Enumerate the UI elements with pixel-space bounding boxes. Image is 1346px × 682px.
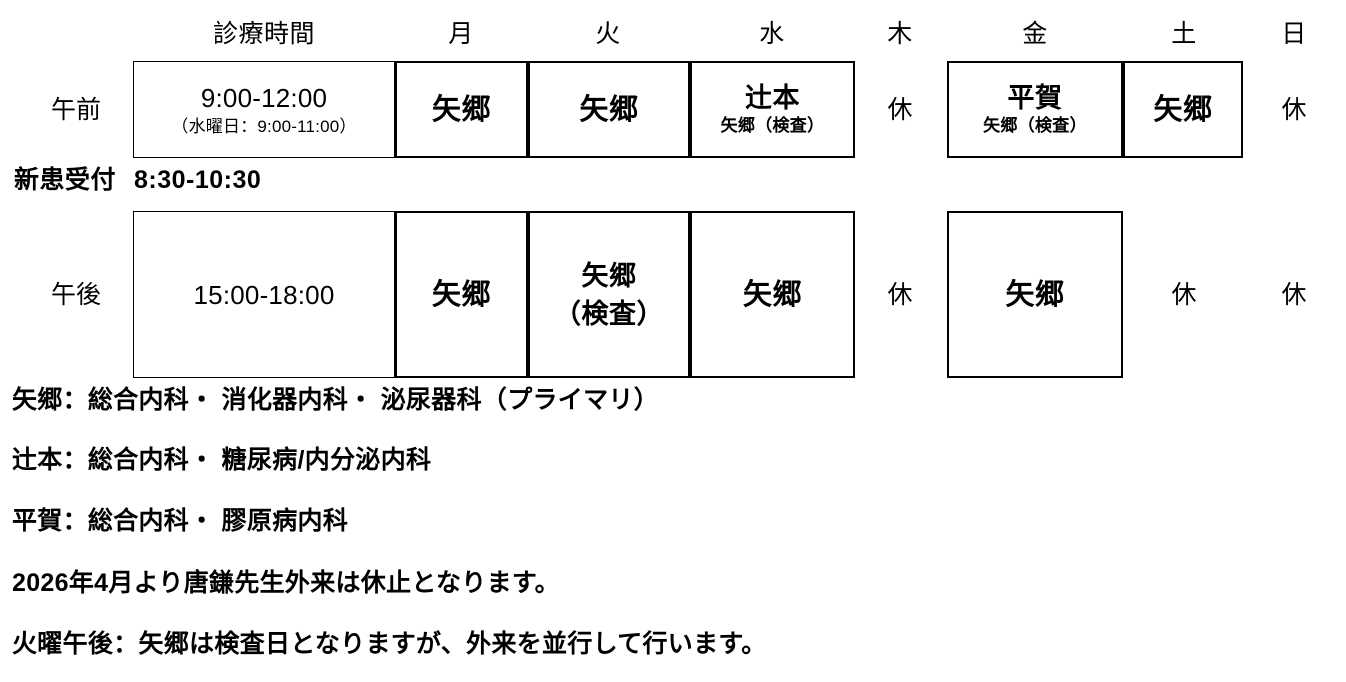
- header-time-column-label: 診療時間: [212, 20, 315, 48]
- cell-afternoon-tue-sub: （検査）: [554, 298, 664, 329]
- cell-afternoon-tue: 矢郷 （検査）: [528, 211, 690, 378]
- cell-morning-fri-main: 平賀: [1007, 83, 1063, 113]
- cell-morning-fri: 平賀 矢郷（検査）: [947, 61, 1123, 158]
- note-tuesday-afternoon: 火曜午後：矢郷は検査日となりますが、外来を並行して行います。: [12, 630, 767, 658]
- new-patient-reception: 新患受付 8:30-10:30: [14, 165, 261, 195]
- cell-morning-sat: 矢郷: [1123, 61, 1243, 158]
- note-yago: 矢郷：総合内科・ 消化器内科・ 泌尿器科（プライマリ）: [12, 386, 659, 414]
- header-day-sun: 日: [1281, 20, 1307, 48]
- header-day-tue: 火: [595, 20, 621, 48]
- header-day-mon: 月: [448, 20, 474, 48]
- cell-afternoon-fri: 矢郷: [947, 211, 1123, 378]
- header-day-fri: 金: [1022, 20, 1048, 48]
- cell-morning-wed: 辻本 矢郷（検査）: [690, 61, 855, 158]
- morning-time-sub: （水曜日：9:00-11:00）: [171, 116, 357, 136]
- cell-morning-mon: 矢郷: [395, 61, 528, 158]
- schedule-table: 診療時間 月 火 水 木 金 土 日 午前 9:00-12:00 （水曜日：9:…: [14, 20, 1307, 378]
- cell-afternoon-sat-closed: 休: [1171, 281, 1197, 309]
- cell-morning-wed-sub: 矢郷（検査）: [720, 116, 825, 135]
- row-label-morning: 午前: [50, 96, 101, 124]
- header-day-thu: 木: [887, 20, 913, 48]
- afternoon-time-main: 15:00-18:00: [193, 279, 335, 310]
- cell-afternoon-wed-main: 矢郷: [742, 278, 802, 311]
- note-tsujimoto: 辻本：総合内科・ 糖尿病/内分泌内科: [12, 446, 432, 474]
- header-day-sat: 土: [1171, 20, 1197, 48]
- note-karakama-suspension: 2026年4月より唐鎌先生外来は休止となります。: [12, 569, 560, 597]
- cell-afternoon-mon: 矢郷: [395, 211, 528, 378]
- new-patient-time: 8:30-10:30: [134, 166, 262, 194]
- header-day-wed: 水: [759, 20, 785, 48]
- morning-time-main: 9:00-12:00: [200, 82, 328, 113]
- cell-afternoon-thu-closed: 休: [887, 281, 913, 309]
- cell-afternoon-wed: 矢郷: [690, 211, 855, 378]
- cell-morning-tue: 矢郷: [528, 61, 690, 158]
- cell-afternoon-mon-main: 矢郷: [431, 278, 491, 311]
- cell-afternoon-fri-main: 矢郷: [1005, 278, 1065, 311]
- cell-afternoon-tue-main: 矢郷: [581, 260, 637, 291]
- cell-afternoon-sun-closed: 休: [1281, 281, 1307, 309]
- note-hiraga: 平賀：総合内科・ 膠原病内科: [12, 507, 349, 535]
- cell-morning-wed-main: 辻本: [745, 83, 800, 113]
- morning-time-cell: 9:00-12:00 （水曜日：9:00-11:00）: [133, 61, 395, 158]
- cell-morning-sat-main: 矢郷: [1153, 93, 1213, 126]
- cell-morning-thu-closed: 休: [887, 96, 913, 124]
- row-label-afternoon: 午後: [50, 281, 101, 309]
- afternoon-time-cell: 15:00-18:00: [133, 211, 395, 378]
- new-patient-label: 新患受付: [14, 166, 117, 194]
- cell-morning-fri-sub: 矢郷（検査）: [983, 116, 1087, 135]
- cell-morning-mon-main: 矢郷: [431, 93, 491, 126]
- cell-morning-tue-main: 矢郷: [579, 93, 639, 126]
- cell-morning-sun-closed: 休: [1281, 96, 1307, 124]
